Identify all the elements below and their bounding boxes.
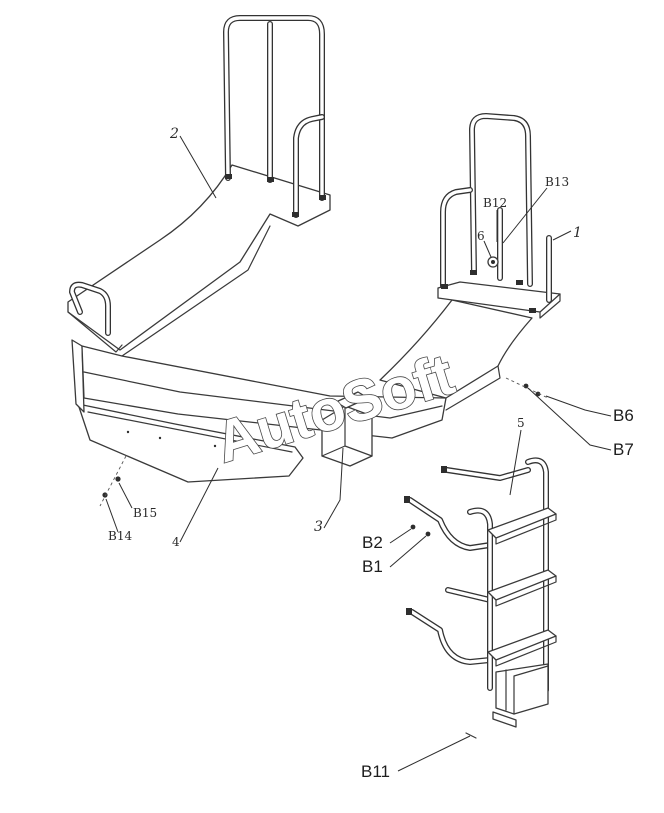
callout-b2: B2 (362, 533, 383, 552)
platform-1-plate-thickness (539, 293, 561, 319)
bracket-3-top-tab (335, 391, 369, 409)
ladder-base-plate (492, 711, 517, 728)
rail-foot (441, 284, 448, 289)
bolt-b1 (425, 531, 431, 537)
bolt-b15 (115, 476, 121, 482)
callout-5: 5 (517, 416, 525, 430)
rail-foot (292, 212, 299, 217)
bracket-3-fold (321, 405, 373, 457)
platform-2-small-handrail-inner (294, 115, 324, 217)
ladder-step-1-under (495, 513, 557, 545)
plate-4-face (77, 403, 304, 483)
leader-line-3 (323, 447, 344, 529)
fasteners (99, 377, 549, 739)
arm-end-cap (441, 466, 447, 473)
callout-4: 4 (172, 535, 180, 549)
rail-foot (319, 195, 326, 200)
platform-2-front-edge (121, 225, 271, 357)
fastener-axis (99, 455, 127, 507)
bolt-6-center (491, 260, 495, 264)
rail-foot (267, 177, 274, 182)
platform-2-main-handrail-inner (224, 16, 324, 200)
platform-2-end-handle-inner (70, 282, 110, 335)
callout-3: 3 (314, 519, 323, 535)
rail-foot (470, 270, 477, 275)
rail-foot (516, 280, 523, 285)
leader-line-4 (179, 467, 219, 543)
part-5-ladder (404, 457, 557, 728)
ladder-arm-middle-inner (446, 588, 492, 602)
platform-1-slope-edge (445, 365, 501, 411)
plate-4-fold-line (87, 411, 293, 453)
callout-2: 2 (169, 126, 179, 142)
ladder-step-2-under (495, 575, 557, 607)
leader-line-b14 (105, 498, 119, 533)
leader-line-b6 (545, 395, 612, 417)
rail-foot (529, 308, 536, 313)
part-3-bracket (321, 391, 373, 467)
leader-line-b11 (397, 735, 471, 772)
ladder-arm-lower-inner (410, 610, 492, 664)
leader-line-6 (483, 240, 492, 258)
ladder-front-rail-inner (468, 508, 492, 690)
callout-b11: B11 (361, 762, 390, 781)
callout-b14: B14 (108, 529, 132, 543)
platform-1-small-handrail (440, 187, 473, 289)
callout-b7: B7 (613, 440, 634, 459)
leader-line-1 (552, 230, 572, 241)
part-1-right-platform (379, 113, 561, 411)
bolt-b11 (465, 732, 477, 739)
leader-line-b7 (527, 387, 612, 451)
bolt-b2 (410, 524, 416, 530)
platform-1-small-handrail-inner (441, 188, 472, 288)
platform-1-slope (379, 299, 533, 399)
callout-labels: 2 1 B13 B12 6 B6 B7 5 B15 B14 4 3 B2 B1 … (108, 126, 634, 781)
rivet-dot (213, 444, 217, 448)
ladder-top-arm-inner (445, 468, 530, 480)
platform-2-top (67, 164, 331, 351)
callout-b6: B6 (613, 406, 634, 425)
bolt-b14 (102, 492, 108, 498)
callout-b15: B15 (133, 506, 157, 520)
ladder-back-rail-inner (526, 458, 548, 692)
callout-b12: B12 (483, 196, 507, 210)
ladder-step-3-under (495, 635, 557, 667)
platform-1-plate (437, 281, 561, 313)
leader-line-2 (179, 135, 217, 199)
rail-foot (225, 174, 232, 179)
rivet-dot (126, 430, 130, 434)
rivet-dot (158, 436, 162, 440)
leader-line-b2 (389, 528, 412, 544)
plate-4-vertical-face (71, 339, 85, 413)
arm-end-cap (406, 608, 412, 615)
leader-line-b15 (118, 482, 133, 509)
arm-end-cap (404, 496, 410, 503)
bolt-b7 (523, 383, 529, 389)
ladder-bottom-frame-lines (505, 665, 549, 715)
platform-1-main-handrail-inner (470, 114, 532, 286)
center-beam-edge (83, 371, 443, 419)
leader-line-b1 (389, 535, 427, 568)
leader-lines (105, 135, 612, 772)
callout-6: 6 (477, 229, 485, 243)
leader-line-5 (509, 429, 522, 496)
bolt-b6 (535, 391, 541, 397)
callout-b13: B13 (545, 175, 569, 189)
ladder-bottom-frame (495, 663, 549, 715)
callout-1: 1 (573, 225, 582, 241)
part-4-lower-plate (71, 339, 304, 483)
part-2-left-platform (67, 15, 331, 357)
callout-b1: B1 (362, 557, 383, 576)
platform-2-end-thickness (67, 311, 123, 353)
fastener-axis (505, 377, 549, 399)
ladder-arm-upper-inner (408, 498, 492, 550)
leader-line-b13 (502, 187, 548, 244)
